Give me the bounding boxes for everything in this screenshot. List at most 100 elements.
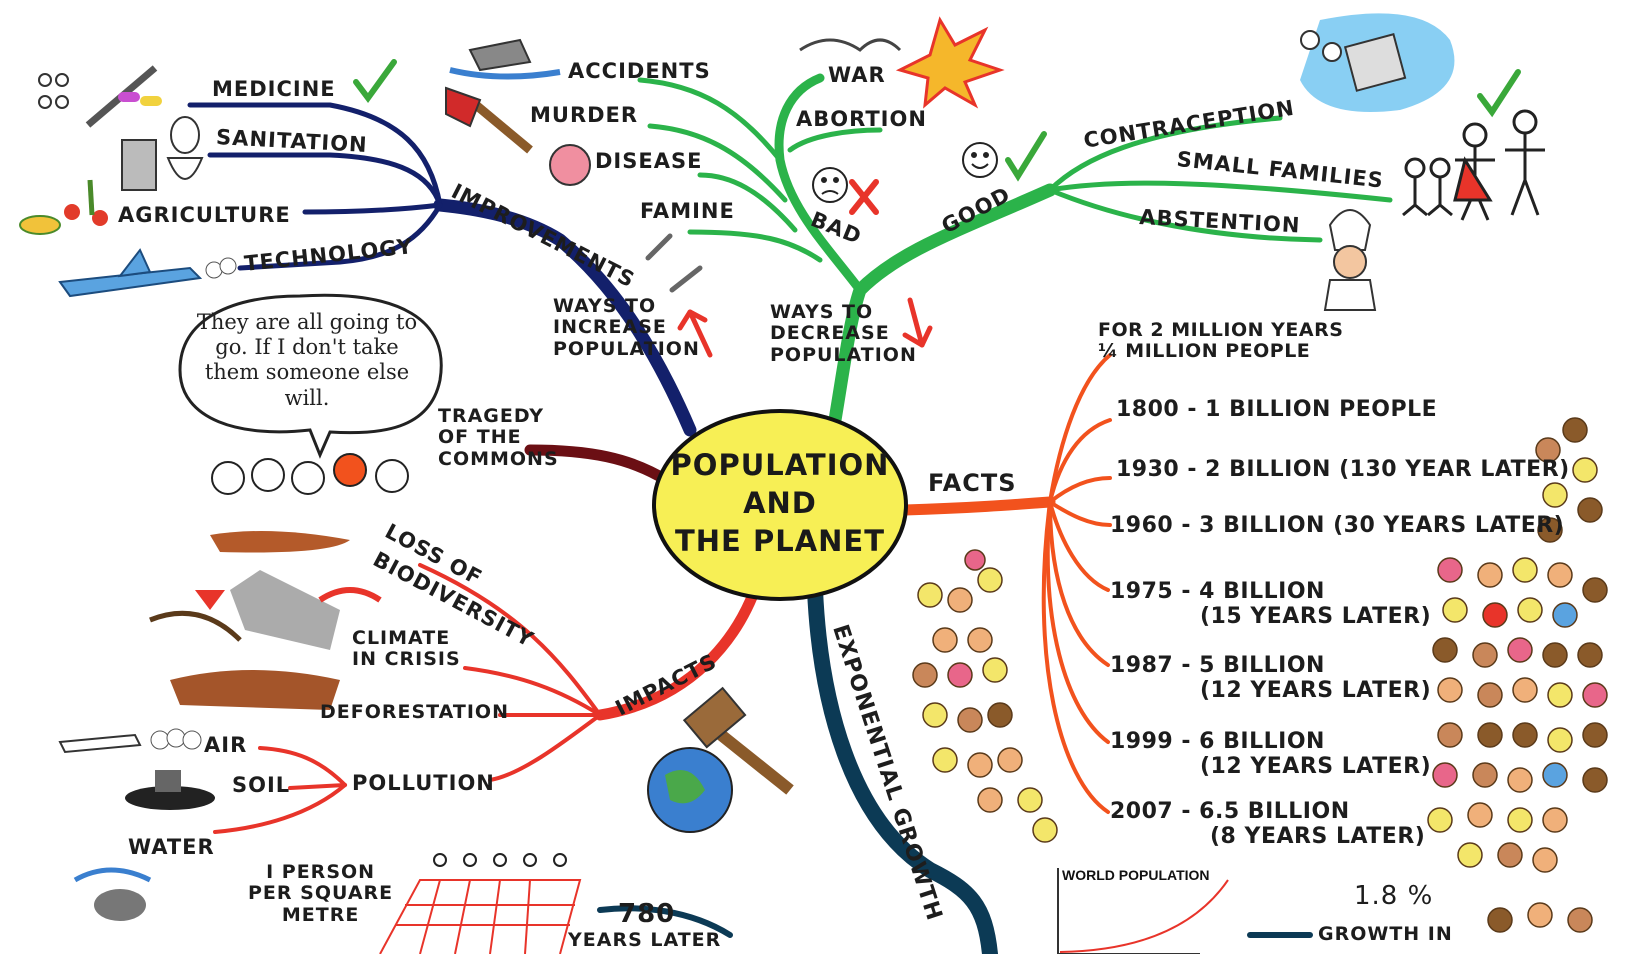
contraception-icon <box>1300 13 1455 112</box>
increase-caption: WAYS TO INCREASE POPULATION <box>553 295 700 360</box>
fact-line-1 <box>1048 353 1112 504</box>
label-medicine: MEDICINE <box>212 77 336 101</box>
increase-caption-line-2: INCREASE <box>553 316 667 339</box>
fact-7-line-2: (12 YEARS LATER) <box>1200 753 1432 779</box>
decrease-caption: WAYS TO DECREASE POPULATION <box>770 301 917 366</box>
biodiversity-branch <box>418 563 602 717</box>
impacts-branch <box>594 569 766 721</box>
faces-row-icon <box>211 453 409 495</box>
fact-1: FOR 2 MILLION YEARS ¼ MILLION PEOPLE <box>1098 319 1343 363</box>
fact-1-line-2: ¼ MILLION PEOPLE <box>1098 340 1311 363</box>
growth-sub-branch <box>597 905 733 938</box>
fact-8: 2007 - 6.5 BILLION (8 YEARS LATER) <box>1110 799 1426 849</box>
up-arrow-icon <box>677 309 713 358</box>
climate-line-2: IN CRISIS <box>352 648 461 671</box>
climate-branch <box>463 666 602 717</box>
down-arrow-icon <box>902 297 933 348</box>
decrease-branch <box>828 183 1057 427</box>
good-check-icon <box>1005 131 1047 182</box>
label-deforestation: DEFORESTATION <box>320 701 509 723</box>
happy-face-icon <box>962 142 998 178</box>
sanitation-branch <box>207 152 443 208</box>
fact-5-line-2: (15 YEARS LATER) <box>1200 603 1432 629</box>
murder-branch <box>647 123 788 203</box>
fact-7: 1999 - 6 BILLION (12 YEARS LATER) <box>1110 729 1432 779</box>
fact-line-8 <box>1041 500 1110 814</box>
medicine-branch <box>187 102 443 208</box>
label-air: AIR <box>204 733 248 757</box>
sinking-ship-icon <box>449 38 561 80</box>
crops-icon <box>19 179 108 235</box>
fact-6-line-1: 1987 - 5 BILLION <box>1110 653 1325 678</box>
fact-line-6 <box>1048 500 1110 667</box>
fact-8-line-2: (8 YEARS LATER) <box>1210 823 1426 849</box>
climate-line-1: CLIMATE <box>352 627 451 649</box>
air-branch <box>258 746 347 787</box>
label-growth-in: GROWTH IN <box>1318 923 1453 945</box>
label-pollution: POLLUTION <box>352 771 495 795</box>
fact-5: 1975 - 4 BILLION (15 YEARS LATER) <box>1110 579 1432 629</box>
fact-4: 1960 - 3 BILLION (30 YEARS LATER) <box>1110 513 1565 538</box>
label-water: WATER <box>128 835 215 859</box>
gavel-earth-icon <box>647 686 794 833</box>
airplane-icon <box>58 248 237 298</box>
label-soil: SOIL <box>232 773 291 797</box>
contraception-branch <box>1047 115 1283 193</box>
disease-branch <box>697 172 798 233</box>
technology-branch <box>237 202 443 271</box>
fact-8-line-1: 2007 - 6.5 BILLION <box>1110 799 1350 824</box>
medicine-check-icon <box>353 59 397 104</box>
person-line-1: I PERSON <box>266 861 376 883</box>
growth-branch <box>807 582 998 954</box>
abortion-branch <box>787 127 883 153</box>
fact-6-line-2: (12 YEARS LATER) <box>1200 677 1432 703</box>
famine-branch <box>687 229 823 263</box>
decrease-caption-line-3: POPULATION <box>770 343 917 366</box>
tragedy-line-1: TRAGEDY <box>438 405 545 427</box>
increase-caption-line-3: POPULATION <box>553 337 700 360</box>
label-abortion: ABORTION <box>796 107 927 131</box>
label-facts: FACTS <box>928 469 1017 497</box>
soil-branch <box>288 783 347 790</box>
pollution-icons <box>58 728 215 921</box>
increase-caption-line-1: WAYS TO <box>553 295 657 317</box>
small-families-branch <box>1047 180 1393 203</box>
label-tragedy: TRAGEDY OF THE COMMONS <box>438 405 559 470</box>
label-accidents: ACCIDENTS <box>568 59 711 83</box>
tragedy-line-2: OF THE <box>438 426 522 449</box>
label-murder: MURDER <box>530 103 639 127</box>
fact-line-3 <box>1048 476 1112 504</box>
faces-cluster-left <box>912 549 1058 843</box>
fact-line-4 <box>1048 500 1112 527</box>
people-crowd-icon <box>433 853 567 867</box>
label-growth-rate: 1.8 % <box>1354 881 1434 911</box>
fact-2: 1800 - 1 BILLION PEOPLE <box>1116 397 1438 422</box>
tragedy-line-3: COMMONS <box>438 447 559 470</box>
family-icon <box>1402 109 1545 221</box>
bones-icon <box>645 233 703 293</box>
axe-icon <box>445 86 533 154</box>
pollution-branch <box>488 713 602 782</box>
bin-toilet-icon <box>121 116 204 191</box>
bad-cross-icon <box>849 179 879 215</box>
crowd-grid-icon <box>379 879 582 954</box>
label-climate: CLIMATE IN CRISIS <box>352 627 461 671</box>
water-branch <box>213 783 347 834</box>
fact-6: 1987 - 5 BILLION (12 YEARS LATER) <box>1110 653 1432 703</box>
agriculture-branch <box>302 202 443 215</box>
label-years-later: YEARS LATER <box>568 929 722 951</box>
pills-syringe-icon <box>38 65 162 128</box>
accidents-branch <box>637 77 783 163</box>
virus-icon <box>549 144 591 186</box>
sad-face-icon <box>812 167 848 203</box>
fact-3: 1930 - 2 BILLION (130 YEAR LATER) <box>1116 457 1570 482</box>
person-line-2: PER SQUARE <box>248 882 394 905</box>
fact-line-2 <box>1048 418 1112 504</box>
fact-line-5 <box>1048 500 1110 592</box>
decrease-caption-line-1: WAYS TO <box>770 301 874 323</box>
abstention-branch <box>1047 187 1323 243</box>
fact-5-line-1: 1975 - 4 BILLION <box>1110 579 1325 604</box>
speech-bubble-icon <box>178 293 443 459</box>
world-population-chart <box>1057 868 1229 954</box>
